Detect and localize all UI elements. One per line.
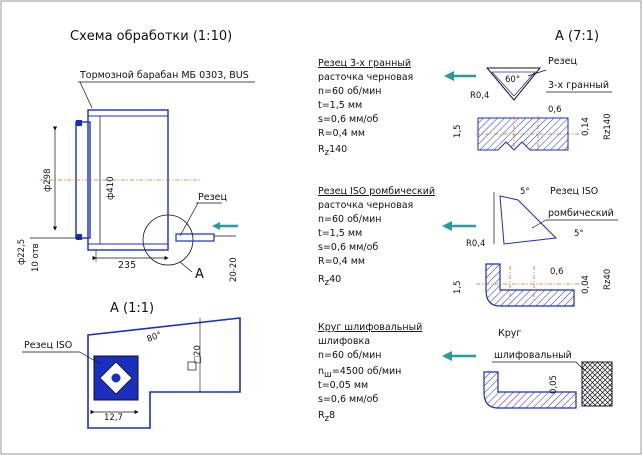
op1-feed-arrow [444, 71, 476, 81]
op1-line-2: n=60 об/мин [318, 86, 382, 97]
square-20: □20 [193, 345, 203, 364]
op3-line-4: s=0,6 мм/об [318, 394, 378, 405]
op2-tool-sketch: 5° 5° R0,4 Резец ISO ромбический 0,6 1,5… [453, 186, 618, 307]
cutter-bar [175, 233, 236, 242]
dim-holes: 10 отв [31, 243, 41, 272]
op1-tool-label-1: Резец [548, 56, 577, 67]
op2-dim-small: 0,04 [581, 275, 591, 294]
op3-tool-sketch: Круг шлифовальный 0,05 [483, 328, 613, 409]
op2-dim-feed: 0,6 [550, 267, 564, 277]
op2-name: Резец ISO ромбический [318, 186, 435, 197]
brake-drum [40, 109, 200, 251]
op1-rz-dim: Rz140 [603, 113, 613, 140]
op2-dim-depth: 1,5 [453, 280, 463, 294]
drum-label-leader [79, 81, 93, 109]
cutter-label: Резец [198, 192, 227, 203]
dim-d410: ф410 [106, 177, 116, 201]
op3-tool-label-1: Круг [498, 328, 521, 339]
size-12-7: 12,7 [104, 413, 123, 423]
detail-circle-a [142, 214, 194, 266]
op1-name: Резец 3-х гранный [318, 58, 411, 69]
op3-line-2: n=60 об/мин [318, 350, 382, 361]
op1-line-1: расточка черновая [318, 72, 413, 83]
dim-d22-5: ф22,5 [17, 239, 27, 265]
op2-tool-label-2: ромбический [548, 208, 614, 219]
op2-line-2: n=60 об/мин [318, 214, 382, 225]
op1-rz: Rz140 [318, 144, 347, 158]
op1-line-4: s=0,6 мм/об [318, 114, 378, 125]
view-letter-a: A [195, 267, 204, 282]
detail-a-title-left: A (1:1) [110, 301, 154, 316]
operation-2-text: Резец ISO ромбический расточка черновая … [318, 186, 435, 288]
detail-a-title-right: A (7:1) [555, 29, 599, 44]
operation-3-text: Круг шлифовальный шлифовка n=60 об/мин n… [318, 322, 422, 424]
op1-tool-sketch: 60° R0,4 Резец 3-х гранный 0,6 1,5 0,14 … [453, 56, 613, 151]
op1-dim-feed: 0,6 [548, 105, 562, 115]
op1-line-5: R=0,4 мм [318, 128, 365, 139]
op3-line-1: шлифовка [318, 336, 370, 347]
op3-line-3: t=0,05 мм [318, 380, 368, 391]
iso-cutter-holder [87, 317, 241, 429]
op1-tool-label-2: 3-х гранный [548, 80, 609, 91]
op3-nw: nш=4500 об/мин [318, 366, 401, 380]
operation-1-text: Резец 3-х гранный расточка черновая n=60… [318, 58, 413, 158]
op3-feed-arrow [442, 351, 476, 361]
op1-dim-depth: 1,5 [453, 124, 463, 138]
dim-235: 235 [118, 260, 136, 271]
op2-angle-2: 5° [574, 229, 584, 239]
op2-tool-label-1: Резец ISO [550, 186, 598, 197]
op1-radius: R0,4 [470, 91, 489, 101]
op2-radius: R0,4 [466, 239, 485, 249]
op2-rz: Rz40 [318, 274, 341, 288]
drum-label: Тормозной барабан МБ 0303, BUS [79, 70, 249, 81]
op1-line-3: t=1,5 мм [318, 100, 362, 111]
op1-dim-small: 0,14 [581, 117, 591, 136]
iso-cutter-label: Резец ISO [24, 340, 72, 351]
dim-20-20: 20-20 [229, 257, 239, 282]
op2-feed-arrow [442, 221, 476, 231]
op2-angle-1: 5° [520, 187, 530, 197]
op3-name: Круг шлифовальный [318, 322, 422, 333]
op2-line-1: расточка черновая [318, 200, 413, 211]
angle-80: 80° [146, 330, 164, 345]
op1-angle: 60° [505, 75, 520, 85]
op2-line-4: s=0,6 мм/об [318, 242, 378, 253]
dim-d298: ф298 [43, 169, 53, 193]
op2-line-5: R=0,4 мм [318, 256, 365, 267]
op2-rz-dim: Rz40 [603, 269, 613, 290]
op3-tool-label-2: шлифовальный [494, 350, 572, 361]
op3-dim-small: 0,05 [549, 375, 559, 394]
scheme-title: Схема обработки (1:10) [70, 29, 232, 44]
op3-rz: Rz8 [318, 410, 335, 424]
op2-line-3: t=1,5 мм [318, 228, 362, 239]
